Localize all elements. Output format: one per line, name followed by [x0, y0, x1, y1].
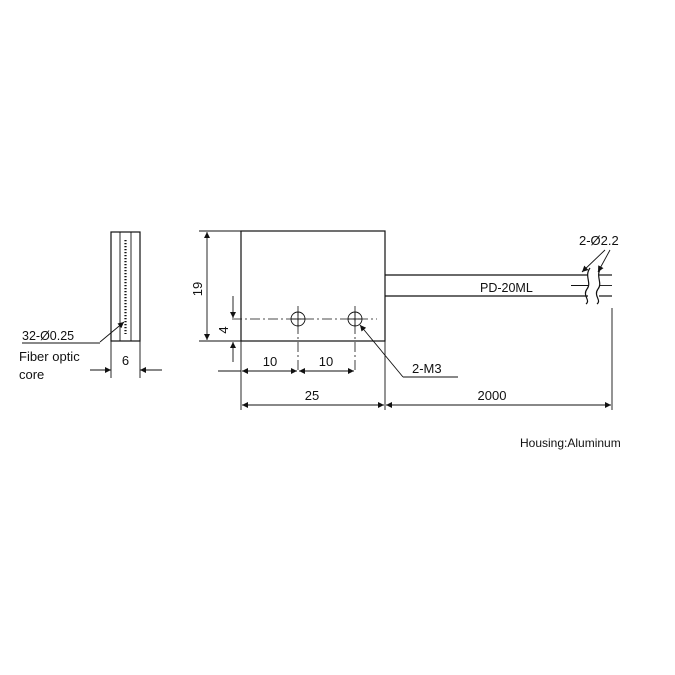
cable-break-left — [584, 267, 591, 305]
cable-spec-leader-2 — [597, 249, 611, 273]
dim-height: 19 — [190, 282, 205, 296]
fiber-spec-label: 32-Ø0.25 — [22, 329, 74, 343]
thread-leader — [359, 324, 404, 378]
dim-body-length: 25 — [305, 388, 319, 403]
dim-hole-offset: 4 — [216, 326, 231, 333]
thread-spec-label: 2-M3 — [412, 361, 442, 376]
dim-cable-length: 2000 — [478, 388, 507, 403]
fiber-label-line1: Fiber optic — [19, 349, 80, 364]
dim-hole-spacing-1: 10 — [263, 354, 277, 369]
dim-side-width: 6 — [122, 353, 129, 368]
side-view: 32-Ø0.25 Fiber optic core 6 — [19, 231, 162, 382]
front-view: PD-20ML 2-Ø2.2 2-M3 19 4 — [190, 230, 619, 410]
cable-spec-label: 2-Ø2.2 — [579, 233, 619, 248]
model-label: PD-20ML — [480, 281, 533, 295]
sensor-body — [240, 230, 386, 342]
cable-spec-leader — [581, 249, 606, 273]
dim-hole-spacing-2: 10 — [319, 354, 333, 369]
fiber-label-line2: core — [19, 367, 44, 382]
cable-break-right — [595, 267, 602, 305]
housing-note: Housing:Aluminum — [520, 436, 621, 450]
side-view-body — [110, 231, 141, 342]
fiber-leader — [99, 321, 125, 343]
